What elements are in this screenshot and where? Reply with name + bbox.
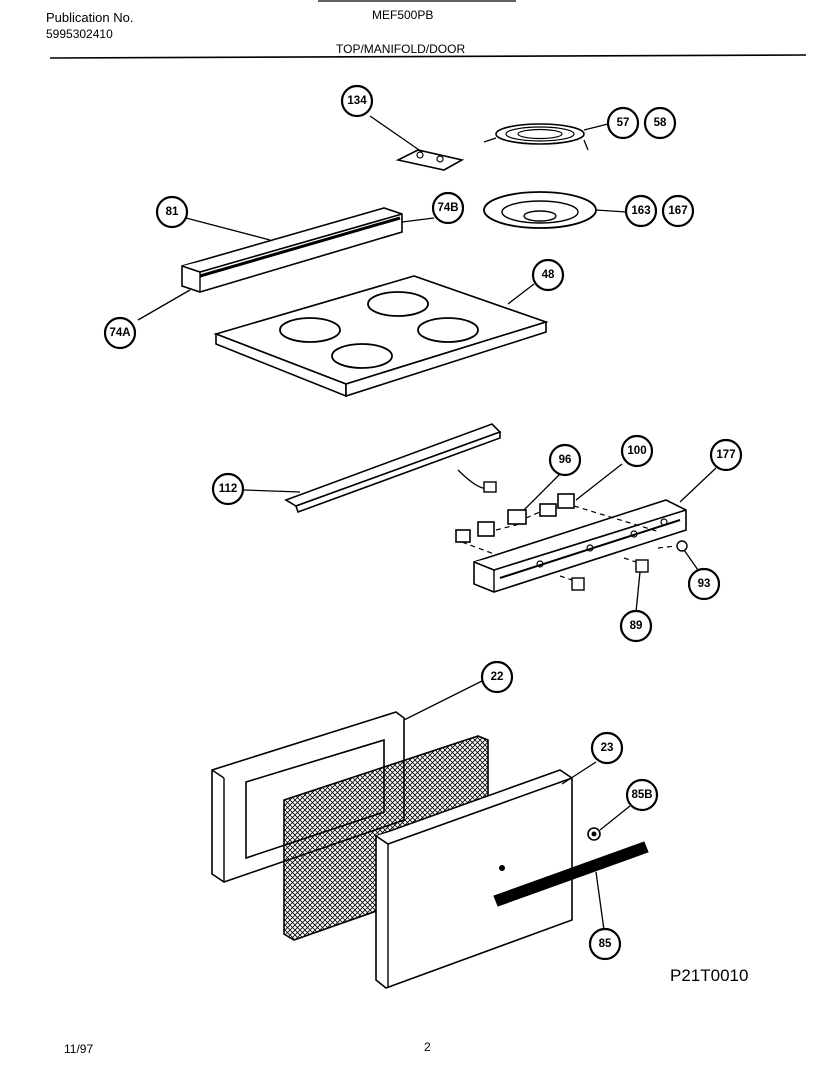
callout-81: 81 bbox=[155, 195, 189, 229]
part-door-handle-85 bbox=[493, 841, 649, 907]
svg-text:85: 85 bbox=[599, 938, 612, 950]
svg-text:85B: 85B bbox=[631, 789, 652, 801]
callout-89: 89 bbox=[619, 609, 653, 643]
section-title: TOP/MANIFOLD/DOOR bbox=[336, 42, 466, 56]
svg-text:93: 93 bbox=[698, 578, 711, 590]
part-door-outer-panel-23 bbox=[375, 769, 573, 989]
callout-134: 134 bbox=[340, 84, 374, 118]
header-rule bbox=[49, 54, 807, 59]
part-switches-96-100 bbox=[455, 493, 661, 555]
callout-74b: 74B bbox=[431, 191, 465, 225]
callout-85: 85 bbox=[588, 927, 622, 961]
part-support-rail-112 bbox=[284, 423, 502, 514]
part-wire-harness bbox=[457, 469, 497, 493]
part-drip-bowl-163-167 bbox=[483, 191, 597, 229]
callout-163: 163 bbox=[624, 194, 658, 228]
svg-text:134: 134 bbox=[347, 95, 367, 107]
svg-text:57: 57 bbox=[617, 117, 630, 129]
callout-74a: 74A bbox=[103, 316, 137, 350]
svg-text:48: 48 bbox=[542, 269, 555, 281]
callout-100: 100 bbox=[620, 434, 654, 468]
part-trim-bar-81 bbox=[181, 207, 403, 293]
svg-text:74B: 74B bbox=[437, 202, 458, 214]
callout-167: 167 bbox=[661, 194, 695, 228]
part-manifold-panel-177 bbox=[473, 499, 687, 593]
svg-text:112: 112 bbox=[219, 483, 238, 495]
callout-58: 58 bbox=[643, 106, 677, 140]
callout-22: 22 bbox=[480, 660, 514, 694]
leader-lines bbox=[137, 115, 717, 931]
callout-96: 96 bbox=[548, 443, 582, 477]
svg-text:163: 163 bbox=[631, 205, 650, 217]
svg-text:23: 23 bbox=[601, 742, 614, 754]
callout-177: 177 bbox=[709, 438, 743, 472]
publication-number: 5995302410 bbox=[46, 27, 113, 41]
part-knob-hardware-89-93 bbox=[559, 540, 688, 591]
svg-text:81: 81 bbox=[166, 206, 179, 218]
svg-text:22: 22 bbox=[491, 671, 504, 683]
callout-112: 112 bbox=[211, 472, 245, 506]
part-bracket-134 bbox=[395, 149, 465, 171]
part-cooktop-48 bbox=[213, 275, 549, 398]
svg-text:100: 100 bbox=[627, 445, 646, 457]
svg-text:167: 167 bbox=[668, 205, 687, 217]
page-number: 2 bbox=[424, 1040, 431, 1054]
part-surface-element-57-58 bbox=[483, 123, 589, 151]
model-number: MEF500PB bbox=[372, 8, 434, 22]
svg-text:58: 58 bbox=[654, 117, 667, 129]
callout-23: 23 bbox=[590, 731, 624, 765]
svg-text:177: 177 bbox=[716, 449, 735, 461]
footer-date: 11/97 bbox=[64, 1042, 94, 1056]
drawing-code: P21T0010 bbox=[670, 966, 749, 985]
svg-text:74A: 74A bbox=[109, 327, 130, 339]
callout-57: 57 bbox=[606, 106, 640, 140]
svg-text:96: 96 bbox=[559, 454, 572, 466]
part-handle-screw-85b bbox=[587, 827, 601, 841]
svg-text:89: 89 bbox=[630, 620, 643, 632]
callout-93: 93 bbox=[687, 567, 721, 601]
callout-85b: 85B bbox=[625, 778, 659, 812]
publication-label: Publication No. bbox=[46, 10, 134, 25]
callout-48: 48 bbox=[531, 258, 565, 292]
